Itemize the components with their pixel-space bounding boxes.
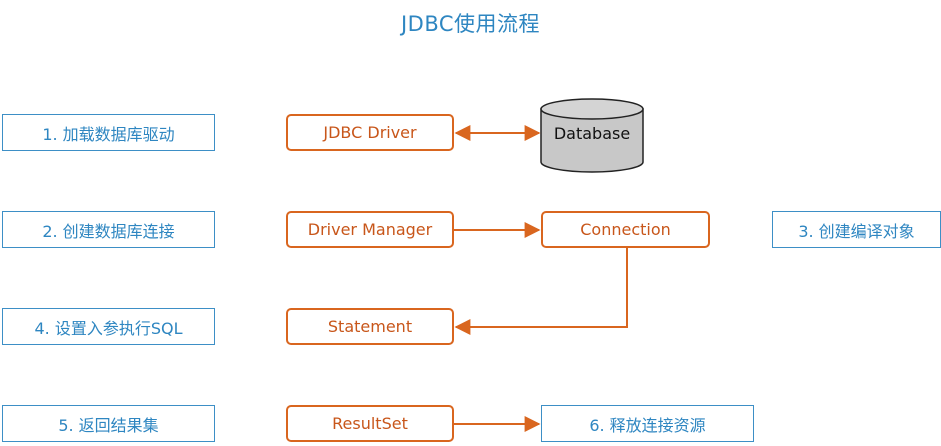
- statement-box: Statement: [286, 308, 454, 345]
- database-cylinder-icon: [540, 98, 644, 173]
- step-2-create-connection: 2. 创建数据库连接: [2, 211, 215, 248]
- driver-manager-box: Driver Manager: [286, 211, 454, 248]
- step-4-execute-sql: 4. 设置入参执行SQL: [2, 308, 215, 345]
- jdbc-driver-box: JDBC Driver: [286, 114, 454, 151]
- step-5-return-resultset: 5. 返回结果集: [2, 405, 215, 442]
- diagram-title: JDBC使用流程: [400, 12, 541, 36]
- database-label: Database: [553, 124, 631, 143]
- connection-box: Connection: [541, 211, 710, 248]
- connection-statement-arrow: [454, 248, 628, 335]
- resultset-box: ResultSet: [286, 405, 454, 442]
- step-1-load-driver: 1. 加载数据库驱动: [2, 114, 215, 151]
- step-3-create-statement: 3. 创建编译对象: [772, 211, 941, 248]
- step-6-release-resources: 6. 释放连接资源: [541, 405, 754, 442]
